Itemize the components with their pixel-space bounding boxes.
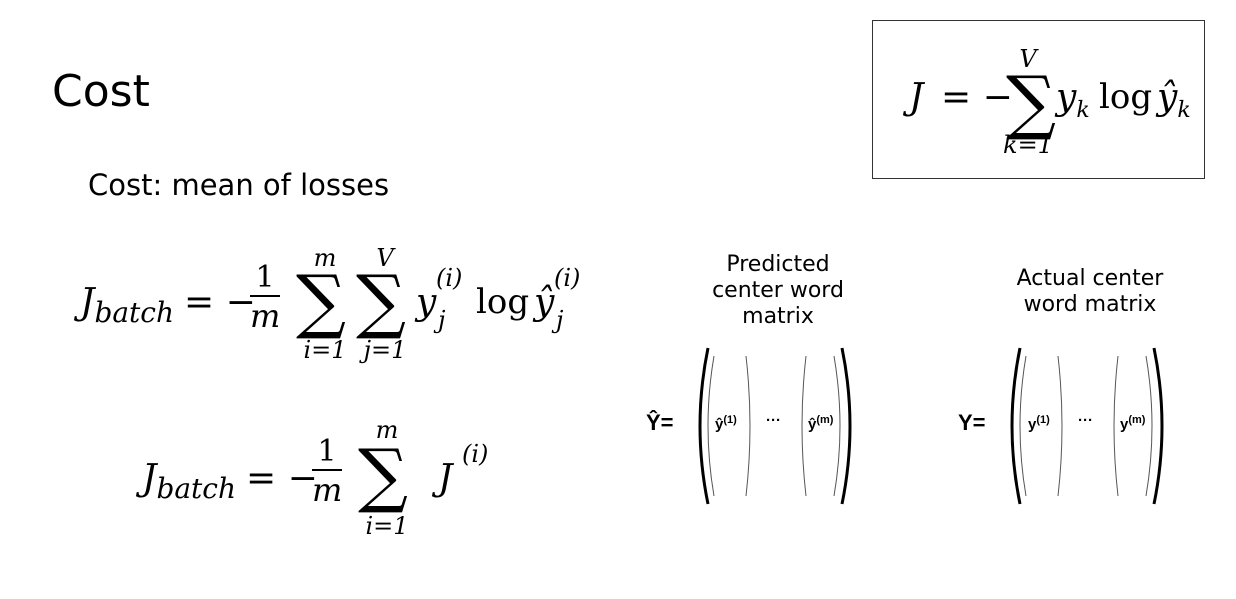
f1-sum2-bottom: j=1 — [363, 336, 407, 364]
boxed-lhs: J — [909, 77, 924, 118]
predicted-col-first: ŷ(1) — [715, 414, 737, 433]
f2-sum-sign: ∑ — [358, 434, 408, 516]
f1-sum2-sign: ∑ — [356, 260, 406, 342]
actual-col-last: y(m) — [1120, 414, 1146, 433]
f2-term: J — [438, 458, 453, 499]
actual-matrix-brackets — [1010, 347, 1164, 505]
f1-sum2-top: V — [376, 244, 394, 272]
f1-sum1-top: m — [313, 244, 337, 272]
predicted-matrix-label: Ŷ= — [646, 410, 674, 435]
f1-eq: = − — [184, 282, 256, 323]
boxed-sum-bottom: k=1 — [1003, 131, 1053, 159]
f2-fraction: 1 m — [312, 434, 343, 509]
boxed-y: yk — [1056, 77, 1090, 124]
f1-fraction: 1 m — [250, 260, 281, 335]
f1-y: y — [416, 282, 437, 323]
f1-sum1-sign: ∑ — [296, 260, 346, 342]
f1-y-sup: (i) — [436, 264, 463, 292]
predicted-col-last: ŷ(m) — [808, 414, 834, 433]
f2-sum-top: m — [375, 416, 399, 444]
actual-col-first: y(1) — [1028, 414, 1050, 433]
boxed-sum-sign: ∑ — [1006, 61, 1056, 143]
boxed-log: log — [1099, 77, 1153, 117]
batch-cost-formula-mean: Jbatch = − 1 m m ∑ i=1 J (i) — [142, 412, 522, 552]
f1-yhat: ŷ — [534, 282, 555, 323]
boxed-sum-top: V — [1019, 45, 1037, 73]
slide-title: Cost — [52, 66, 150, 117]
predicted-matrix-caption: Predicted center word matrix — [712, 252, 844, 329]
actual-matrix-caption: Actual center word matrix — [1016, 266, 1164, 317]
boxed-cost-formula: J = − V ∑ k=1 yk log ŷk — [872, 20, 1205, 179]
batch-cost-formula-double-sum: Jbatch = − 1 m m ∑ i=1 V ∑ j=1 y (i) j l… — [80, 242, 600, 372]
f1-sum1-bottom: i=1 — [303, 336, 347, 364]
f2-eq: = − — [246, 458, 318, 499]
f1-log: log — [476, 282, 530, 322]
predicted-matrix-brackets — [698, 347, 852, 505]
slide-subtitle: Cost: mean of losses — [88, 168, 390, 202]
f1-y-sub: j — [438, 306, 446, 334]
actual-ellipsis: ··· — [1078, 412, 1093, 429]
f1-yhat-sup: (i) — [554, 264, 581, 292]
f1-lhs: Jbatch — [80, 282, 175, 330]
f2-sum-bottom: i=1 — [365, 512, 409, 540]
boxed-yhat: ŷk — [1157, 77, 1191, 124]
predicted-ellipsis: ··· — [766, 412, 781, 429]
boxed-eq: = − — [941, 77, 1013, 118]
f2-term-sup: (i) — [462, 440, 489, 468]
actual-matrix-label: Y= — [958, 410, 986, 435]
f1-yhat-sub: j — [556, 306, 564, 334]
f2-lhs: Jbatch — [142, 458, 237, 506]
